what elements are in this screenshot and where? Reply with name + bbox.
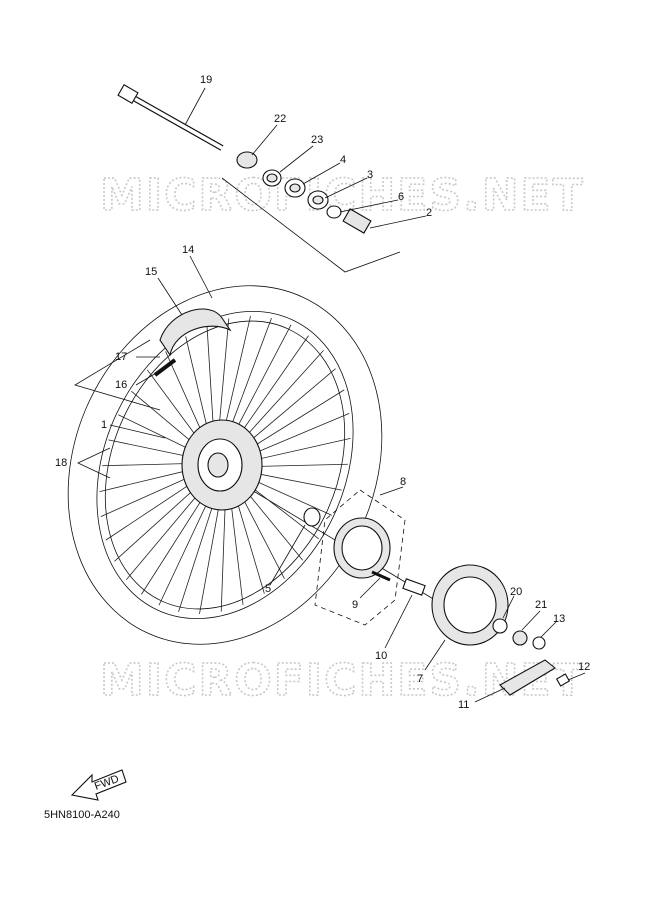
callout-17: 17 [115,351,160,363]
svg-text:10: 10 [375,650,387,662]
spoke [244,368,336,447]
callout-layer: 19 22 23 4 3 6 2 14 15 17 16 1 18 8 5 9 … [55,74,590,711]
spoke [246,389,345,451]
spoke [242,486,304,561]
callout-5: 5 [265,524,306,595]
svg-text:8: 8 [400,476,406,488]
spoke [249,463,348,468]
watermark-top: MICROFICHES.NET [100,170,585,221]
svg-text:21: 21 [535,599,547,611]
spoke [249,471,342,491]
svg-text:5: 5 [265,583,271,595]
spoke [99,468,195,492]
svg-text:14: 14 [182,244,194,256]
callout-21: 21 [521,599,547,631]
svg-text:11: 11 [458,699,469,711]
callout-4: 4 [302,154,346,185]
spoke [240,350,324,442]
callout-9: 9 [352,577,381,611]
svg-text:13: 13 [553,613,565,625]
spoke [232,324,292,436]
spoke [206,325,215,435]
spoke [199,496,221,615]
spoke [223,315,251,434]
spoke [131,390,199,448]
callout-7: 7 [417,639,446,685]
svg-text:20: 20 [510,586,522,598]
callout-3: 3 [324,169,373,199]
spoke [108,439,195,459]
callout-16: 16 [115,371,159,391]
spoke [158,494,212,606]
callout-13: 13 [540,613,565,638]
spoke [238,490,285,579]
callout-20: 20 [502,586,522,619]
tube [153,308,232,377]
svg-text:9: 9 [352,599,358,611]
svg-text:3: 3 [367,169,373,181]
spoke [118,414,197,453]
callout-2: 2 [369,207,432,229]
spoke [105,479,198,541]
spoke [146,369,202,444]
svg-text:16: 16 [115,379,127,391]
callout-15: 15 [145,266,183,316]
callout-12: 12 [567,661,590,681]
spoke [126,488,204,580]
callout-18: 18 [55,447,111,479]
watermark-bottom: MICROFICHES.NET [100,655,585,706]
spoke [102,462,195,467]
callout-23: 23 [279,134,323,173]
hub-parts-top [236,151,372,234]
spoke [218,318,230,434]
spoke [165,351,206,440]
svg-text:23: 23 [311,134,323,146]
svg-text:7: 7 [417,673,423,685]
front-axle [117,84,224,151]
spoke [114,483,200,562]
callout-22: 22 [251,113,286,156]
spoke [141,491,208,595]
spoke [100,474,196,518]
spoke [185,336,210,437]
svg-text:4: 4 [340,154,346,166]
callout-11: 11 [458,687,506,711]
spoke [249,438,351,462]
svg-text:19: 19 [200,74,212,86]
svg-text:17: 17 [115,351,127,363]
brake-assembly [303,507,571,696]
spoke [236,335,309,439]
callout-10: 10 [375,594,413,662]
callout-1: 1 [101,419,166,439]
callout-14: 14 [182,244,213,299]
spoke [248,412,350,456]
spoke [247,477,332,516]
callout-19: 19 [184,74,212,126]
svg-text:6: 6 [398,191,404,203]
callout-6: 6 [339,191,404,213]
svg-text:12: 12 [578,661,590,673]
spoke [229,495,244,605]
diagram-code: 5HN8100-A240 [44,809,120,821]
svg-text:15: 15 [145,266,157,278]
spoke [227,318,272,434]
spoke [245,482,319,540]
fwd-arrow-icon: FWD [70,769,127,801]
callout-8: 8 [379,476,406,496]
spoke [234,493,265,594]
svg-text:18: 18 [55,457,67,469]
spoke [220,496,226,612]
svg-text:1: 1 [101,419,107,431]
svg-text:2: 2 [426,207,432,219]
wheel [67,285,383,645]
spoke [178,496,217,612]
svg-text:22: 22 [274,113,286,125]
